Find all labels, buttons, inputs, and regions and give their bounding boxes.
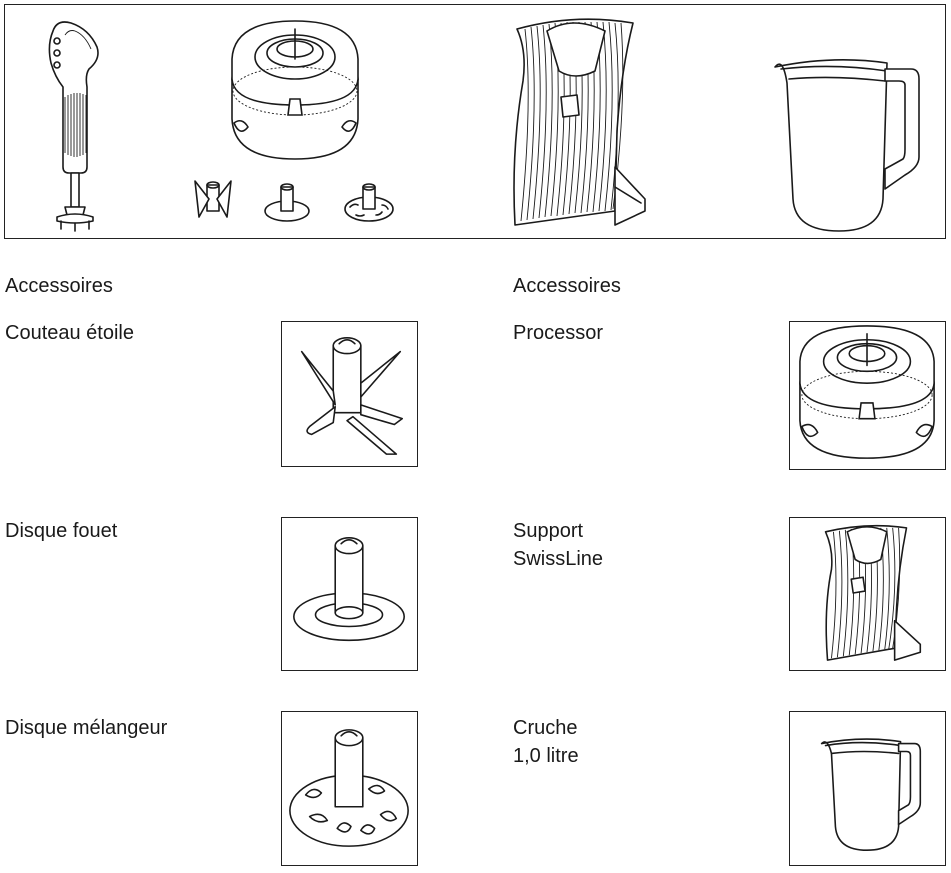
whisk-disc-small-icon	[264, 183, 310, 222]
thumb-swissline-stand	[789, 517, 946, 671]
thumb-star-blade	[281, 321, 418, 467]
label-mixing-disc: Disque mélangeur	[5, 717, 168, 739]
thumb-whisk-disc	[281, 517, 418, 671]
whisk-disc-icon	[293, 537, 405, 642]
star-blade-small-icon	[194, 180, 232, 218]
label-jug: Cruche 1,0 litre	[513, 717, 579, 767]
label-star-blade: Couteau étoile	[5, 322, 134, 344]
mixing-disc-small-icon	[344, 183, 394, 222]
processor-overview-icon	[231, 20, 359, 160]
right-heading: Accessoires	[513, 275, 621, 297]
left-heading: Accessoires	[5, 275, 113, 297]
jug-overview-icon	[774, 59, 920, 232]
mixing-disc-icon	[289, 729, 409, 847]
hand-blender-icon	[48, 21, 99, 232]
accessories-overview-illustration	[4, 4, 946, 239]
thumb-processor	[789, 321, 946, 470]
thumb-jug	[789, 711, 946, 866]
processor-icon	[799, 325, 935, 459]
label-whisk-disc: Disque fouet	[5, 520, 118, 542]
label-swissline-stand: Support SwissLine	[513, 520, 604, 570]
label-processor: Processor	[513, 322, 604, 344]
thumb-mixing-disc	[281, 711, 418, 866]
jug-icon	[820, 738, 922, 851]
swissline-stand-icon	[824, 524, 922, 661]
swissline-stand-overview-icon	[513, 18, 646, 226]
star-blade-icon	[300, 337, 404, 455]
